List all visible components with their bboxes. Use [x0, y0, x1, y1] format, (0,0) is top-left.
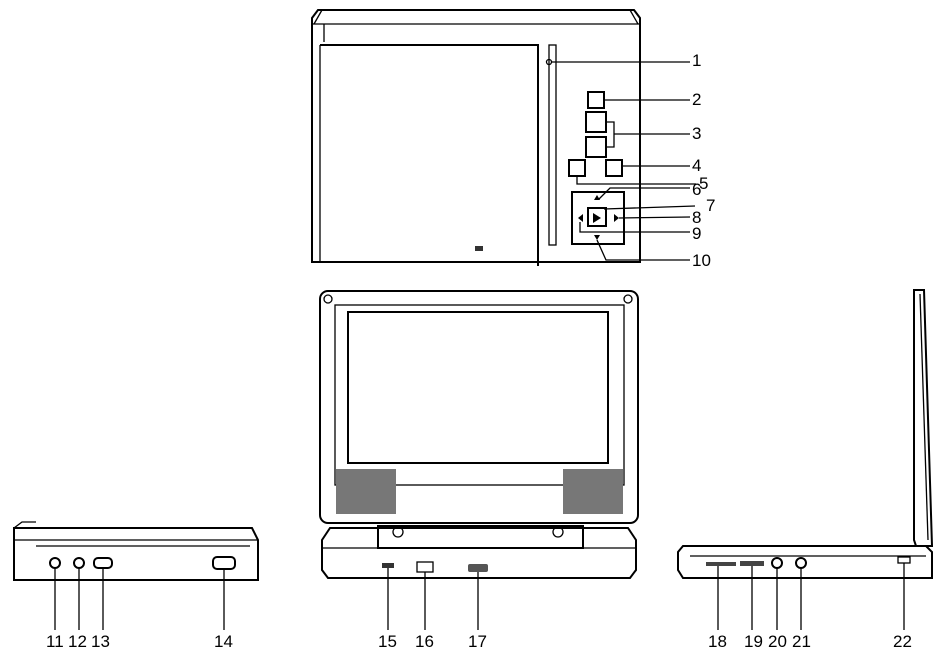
callout-19: 19: [744, 632, 763, 651]
callout-6: 6: [692, 180, 702, 199]
callout-22: 22: [893, 632, 912, 651]
callout-11: 11: [46, 632, 64, 651]
callout-20: 20: [768, 632, 787, 651]
front-view: [319, 290, 639, 630]
callout-17: 17: [468, 632, 487, 651]
callout-21: 21: [792, 632, 811, 651]
callout-5: 5: [699, 174, 709, 193]
callout-18: 18: [708, 632, 727, 651]
top-button-2: [587, 91, 605, 109]
callout-4: 4: [692, 156, 702, 175]
top-view: [311, 9, 696, 266]
callout-2: 2: [692, 90, 702, 109]
right-speaker-grille: [563, 469, 623, 514]
callout-15: 15: [378, 632, 397, 651]
callout-16: 16: [415, 632, 434, 651]
callout-9: 9: [692, 224, 702, 243]
callout-10: 10: [692, 251, 711, 270]
callout-12: 12: [68, 632, 87, 651]
right-side-view: [677, 289, 934, 630]
callout-3: 3: [692, 124, 702, 143]
callout-13: 13: [91, 632, 110, 651]
callout-8: 8: [692, 208, 702, 227]
left-side-view: [13, 521, 259, 630]
left-speaker-grille: [336, 469, 396, 514]
callout-1: 1: [692, 51, 702, 70]
callout-14: 14: [214, 632, 233, 651]
callout-7: 7: [706, 196, 716, 215]
